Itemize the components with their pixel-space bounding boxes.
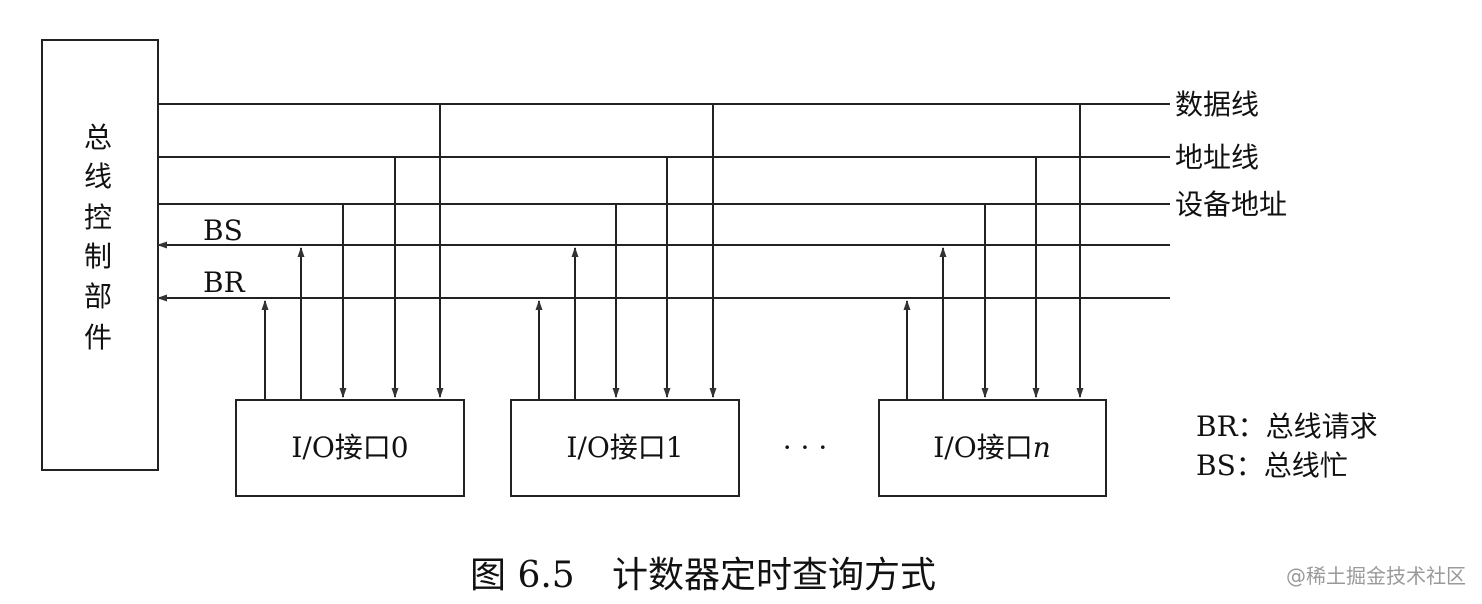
- data-bus-label: 数据线: [1175, 88, 1259, 121]
- legend-br: BR：总线请求: [1196, 410, 1378, 443]
- figure-title: 计数器定时查询方式: [612, 555, 936, 596]
- io-interface-n-suffix: n: [1033, 431, 1051, 464]
- bus-controller-label: 总 线 控 制 部 件: [84, 121, 112, 354]
- io-interface-0-box: [235, 399, 465, 497]
- io-interface-n-prefix: I/O接口: [933, 431, 1032, 464]
- io-interface-1-box: [510, 399, 740, 497]
- address-bus-label: 地址线: [1175, 141, 1259, 174]
- controller-char: 控: [84, 201, 112, 234]
- figure-number: 图 6.5: [470, 555, 575, 596]
- device-address-label: 设备地址: [1175, 188, 1287, 221]
- br-label: BR: [203, 266, 246, 299]
- io-interface-n-box: [878, 399, 1107, 497]
- bus-controller-box: [41, 39, 159, 471]
- io-interface-0-label: I/O接口0: [291, 431, 408, 464]
- watermark: @稀土掘金技术社区: [1286, 564, 1466, 588]
- io-interface-n-label: I/O接口n: [933, 431, 1051, 464]
- io-interface-1-label: I/O接口1: [566, 431, 683, 464]
- controller-char: 制: [84, 240, 112, 273]
- interfaces-ellipsis: · · ·: [783, 431, 828, 464]
- bs-label: BS: [203, 214, 243, 247]
- controller-char: 部: [84, 280, 112, 313]
- controller-char: 总: [84, 121, 112, 154]
- controller-char: 件: [84, 321, 112, 354]
- controller-char: 线: [84, 160, 112, 193]
- legend-bs: BS：总线忙: [1196, 449, 1348, 482]
